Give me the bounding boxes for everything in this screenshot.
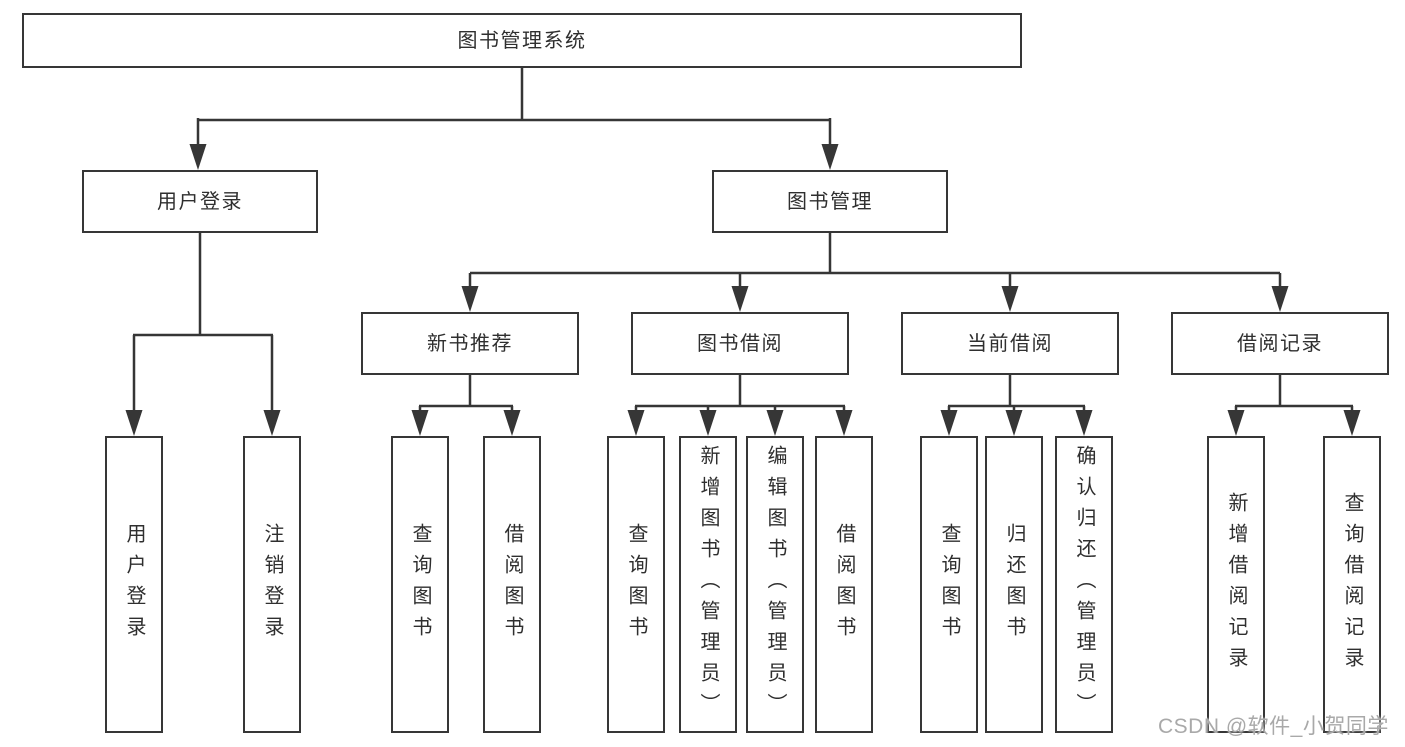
connector-borrowing-to-leaves	[634, 375, 846, 413]
arrowhead	[940, 410, 958, 436]
node-user-login: 用户登录	[82, 170, 318, 233]
leaf-records-query-record: 查询借阅记录	[1323, 436, 1381, 733]
arrowhead	[1001, 286, 1019, 312]
node-label: 编辑图书（管理员）	[764, 445, 786, 724]
node-label: 注销登录	[261, 522, 283, 647]
arrowhead	[1343, 410, 1361, 436]
arrowhead	[731, 286, 749, 312]
connector-current-to-leaves	[947, 375, 1086, 413]
arrowhead	[503, 410, 521, 436]
arrowhead	[835, 410, 853, 436]
node-library-management-system: 图书管理系统	[22, 13, 1022, 68]
node-label: 图书借阅	[697, 332, 783, 355]
leaf-newbooks-borrow-books: 借阅图书	[483, 436, 541, 733]
leaf-current-return-books: 归还图书	[985, 436, 1043, 733]
node-label: 借阅记录	[1237, 332, 1323, 355]
leaf-borrowing-borrow-books: 借阅图书	[815, 436, 873, 733]
node-label: 查询图书	[625, 522, 647, 647]
arrowhead	[411, 410, 429, 436]
arrowhead	[263, 410, 281, 436]
node-label: 确认归还（管理员）	[1073, 445, 1095, 724]
arrowhead	[1227, 410, 1245, 436]
node-label: 借阅图书	[833, 522, 855, 647]
node-label: 借阅图书	[501, 522, 523, 647]
connector-root-to-level2	[196, 68, 832, 147]
leaf-borrowing-query-books: 查询图书	[607, 436, 665, 733]
node-borrowing-records: 借阅记录	[1171, 312, 1389, 375]
leaf-current-confirm-return-admin: 确认归还（管理员）	[1055, 436, 1113, 733]
node-label: 当前借阅	[967, 332, 1053, 355]
node-label: 新增借阅记录	[1225, 491, 1247, 678]
leaf-logout: 注销登录	[243, 436, 301, 733]
node-label: 用户登录	[123, 522, 145, 647]
arrowhead	[821, 144, 839, 170]
arrowhead	[461, 286, 479, 312]
arrowhead	[699, 410, 717, 436]
node-label: 查询借阅记录	[1341, 491, 1363, 678]
csdn-watermark: CSDN @软件_小贺同学	[1158, 715, 1389, 738]
connector-bookmgmt-to-modules	[468, 233, 1282, 289]
arrowhead	[1075, 410, 1093, 436]
node-label: 归还图书	[1003, 522, 1025, 647]
node-label: 图书管理系统	[457, 29, 587, 52]
node-current-borrowing: 当前借阅	[901, 312, 1119, 375]
node-label: 查询图书	[938, 522, 960, 647]
node-label: 图书管理	[787, 190, 873, 213]
node-label: 新增图书（管理员）	[697, 445, 719, 724]
leaf-borrowing-add-books-admin: 新增图书（管理员）	[679, 436, 737, 733]
connector-newbooks-to-leaves	[418, 375, 514, 413]
node-book-management: 图书管理	[712, 170, 948, 233]
leaf-user-login: 用户登录	[105, 436, 163, 733]
leaf-borrowing-edit-books-admin: 编辑图书（管理员）	[746, 436, 804, 733]
node-label: 查询图书	[409, 522, 431, 647]
arrowhead	[125, 410, 143, 436]
node-new-book-recommend: 新书推荐	[361, 312, 579, 375]
arrowhead	[766, 410, 784, 436]
leaf-records-add-record: 新增借阅记录	[1207, 436, 1265, 733]
node-label: 用户登录	[157, 190, 243, 213]
arrowhead	[627, 410, 645, 436]
connector-records-to-leaves	[1234, 375, 1354, 413]
arrowhead	[1005, 410, 1023, 436]
node-label: 新书推荐	[427, 332, 513, 355]
arrowhead	[1271, 286, 1289, 312]
arrowhead	[189, 144, 207, 170]
connector-userlogin-to-leaves	[132, 233, 274, 413]
node-book-borrowing: 图书借阅	[631, 312, 849, 375]
leaf-newbooks-query-books: 查询图书	[391, 436, 449, 733]
leaf-current-query-books: 查询图书	[920, 436, 978, 733]
